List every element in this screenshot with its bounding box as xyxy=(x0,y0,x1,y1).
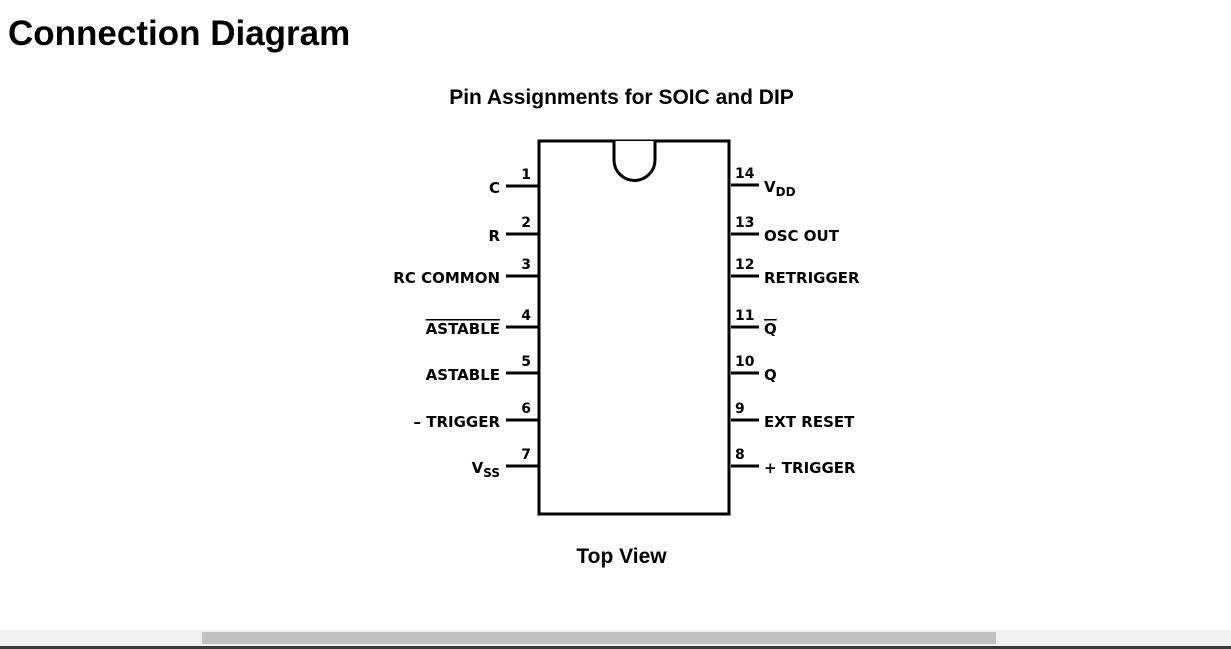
left-pin-2-number: 2 xyxy=(521,215,531,231)
ic-body xyxy=(537,139,731,516)
right-pin-7-number: 8 xyxy=(735,447,745,463)
left-pin-5-label-text: ASTABLE xyxy=(426,366,500,384)
left-pin-6-label: – TRIGGER xyxy=(413,413,500,431)
right-pin-7-label-text: + TRIGGER xyxy=(764,459,856,477)
left-pin-7-label-subscript: SS xyxy=(483,466,500,480)
right-pin-4-label: Q xyxy=(764,320,777,338)
left-pin-1-number: 1 xyxy=(521,167,531,183)
right-pin-5-number: 10 xyxy=(735,354,755,370)
right-pin-2-label-text: OSC OUT xyxy=(764,227,840,245)
right-pin-1-number: 14 xyxy=(735,166,755,182)
right-pin-4-number: 11 xyxy=(735,308,754,324)
left-pin-5-number: 5 xyxy=(521,354,531,370)
right-pin-3-number: 12 xyxy=(735,257,754,273)
left-pin-1-label-text: C xyxy=(489,179,500,197)
left-pin-7-number: 7 xyxy=(521,447,531,463)
left-pin-6-number: 6 xyxy=(521,401,531,417)
right-pin-2-number: 13 xyxy=(735,215,754,231)
right-pin-1-label-text: V xyxy=(764,178,776,196)
left-pin-7-label: VSS xyxy=(472,459,500,480)
right-pin-7-label: + TRIGGER xyxy=(764,459,856,477)
left-pin-3-label: RC COMMON xyxy=(393,269,500,287)
left-pin-1-label: C xyxy=(489,179,500,197)
right-pin-6-number: 9 xyxy=(735,401,745,417)
right-pin-5-label: Q xyxy=(764,366,777,384)
right-pin-3-label: RETRIGGER xyxy=(764,269,860,287)
left-pin-5-label: ASTABLE xyxy=(426,366,500,384)
left-pin-7-label-text: V xyxy=(472,459,484,477)
right-pin-5-label-text: Q xyxy=(764,366,777,384)
right-pin-1-label: VDD xyxy=(764,178,796,199)
window-bottom-edge xyxy=(0,646,1231,649)
right-pin-1-label-subscript: DD xyxy=(776,185,796,199)
scrollbar-thumb[interactable] xyxy=(202,632,996,644)
right-pin-6-label-text: EXT RESET xyxy=(764,413,855,431)
right-pin-6-label: EXT RESET xyxy=(764,413,855,431)
diagram-title: Pin Assignments for SOIC and DIP xyxy=(449,86,794,109)
right-pin-3-label-text: RETRIGGER xyxy=(764,269,860,287)
left-pin-4-label-text: ASTABLE xyxy=(426,320,500,338)
left-pin-2-label-text: R xyxy=(488,227,500,245)
left-pin-4-number: 4 xyxy=(521,308,531,324)
page-heading: Connection Diagram xyxy=(8,14,351,53)
left-pin-6-label-text: – TRIGGER xyxy=(413,413,500,431)
left-pin-3-number: 3 xyxy=(521,257,531,273)
left-pin-2-label: R xyxy=(488,227,500,245)
horizontal-scrollbar[interactable] xyxy=(0,630,1231,646)
right-pin-4-label-text: Q xyxy=(764,320,777,338)
right-pin-2-label: OSC OUT xyxy=(764,227,840,245)
left-pin-3-label-text: RC COMMON xyxy=(393,269,500,287)
diagram-caption: Top View xyxy=(576,545,667,568)
pin1-notch xyxy=(612,141,657,182)
left-pin-4-label: ASTABLE xyxy=(426,320,500,338)
